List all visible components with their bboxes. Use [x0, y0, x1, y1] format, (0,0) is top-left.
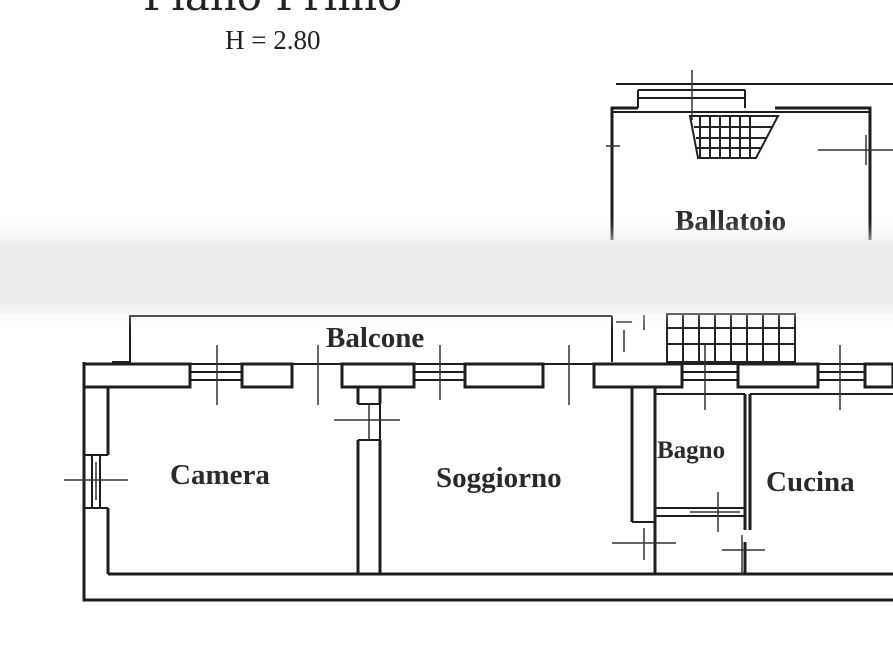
main-building-walls	[82, 362, 893, 602]
plan-height-label: H = 2.80	[225, 25, 320, 55]
balcone-area	[112, 315, 645, 363]
ballatoio-area	[606, 70, 893, 240]
room-label-balcone: Balcone	[326, 322, 424, 354]
stair-upper	[688, 115, 780, 159]
dimension-ticks	[64, 345, 841, 575]
room-label-ballatoio: Ballatoio	[675, 205, 786, 237]
room-label-soggiorno: Soggiorno	[436, 462, 562, 494]
room-label-bagno: Bagno	[657, 437, 725, 464]
room-label-cucina: Cucina	[766, 466, 855, 498]
blurred-band	[0, 238, 893, 310]
stair-lower	[666, 313, 796, 363]
room-label-camera: Camera	[170, 459, 270, 491]
plan-title: Piano Primo	[143, 0, 402, 20]
